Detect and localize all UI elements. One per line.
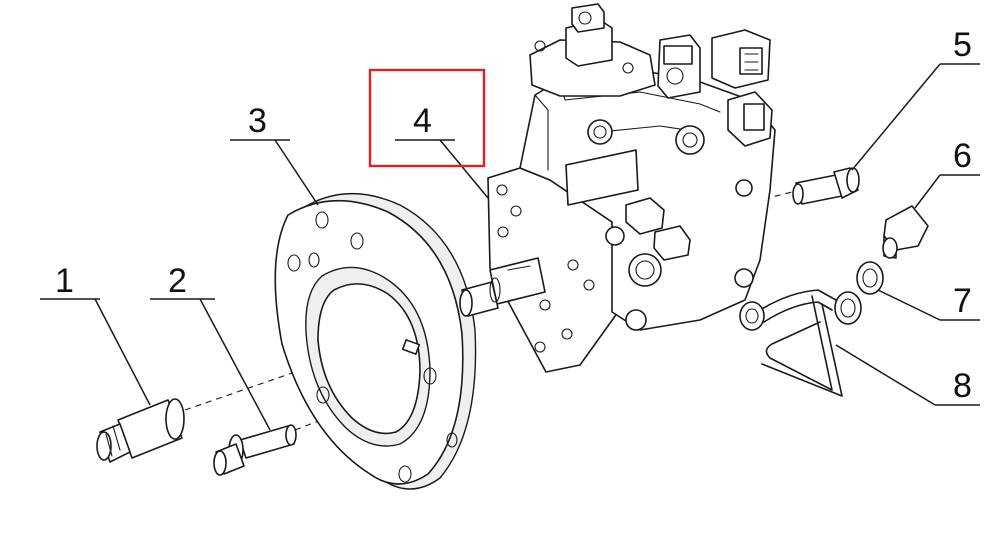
leader-lines: [40, 63, 980, 431]
flange-hole: [308, 252, 320, 268]
leader-6: [914, 174, 941, 209]
flange-hole: [316, 386, 330, 404]
callout-1: 1: [55, 262, 74, 300]
nut-socket: [96, 398, 185, 463]
callout-2: 2: [168, 262, 187, 300]
sealing-washer: [834, 261, 884, 325]
injection-pump: [459, 3, 776, 373]
leader-7: [877, 289, 941, 321]
flange-hole: [315, 211, 329, 229]
hollow-bolt: [792, 167, 860, 205]
flange-hole: [350, 232, 364, 250]
flange-hole: [287, 254, 301, 272]
leader-8: [835, 344, 936, 406]
flange-hole: [446, 432, 458, 448]
leader-4: [439, 139, 489, 199]
callout-labels: 1 2 3 4 5 6 7 8: [55, 26, 972, 405]
callout-7: 7: [953, 282, 972, 320]
pump-flange-holes: [496, 184, 595, 353]
leader-5: [851, 63, 941, 171]
flange-bolt-holes: [287, 211, 458, 483]
sealing-plug: [882, 205, 929, 259]
leader-2: [199, 298, 271, 431]
mounting-flange: [274, 192, 477, 490]
highlight-box: [368, 68, 486, 168]
callout-5: 5: [953, 26, 972, 64]
callout-6: 6: [953, 137, 972, 175]
fuel-return-pipe: [739, 289, 843, 397]
leader-1: [94, 298, 151, 406]
callout-4: 4: [413, 102, 432, 140]
flange-bolt: [213, 424, 297, 476]
callout-8: 8: [953, 367, 972, 405]
leader-3: [274, 139, 319, 206]
flange-hole: [398, 465, 412, 483]
flange-hole: [423, 367, 437, 385]
callout-3: 3: [248, 102, 267, 140]
